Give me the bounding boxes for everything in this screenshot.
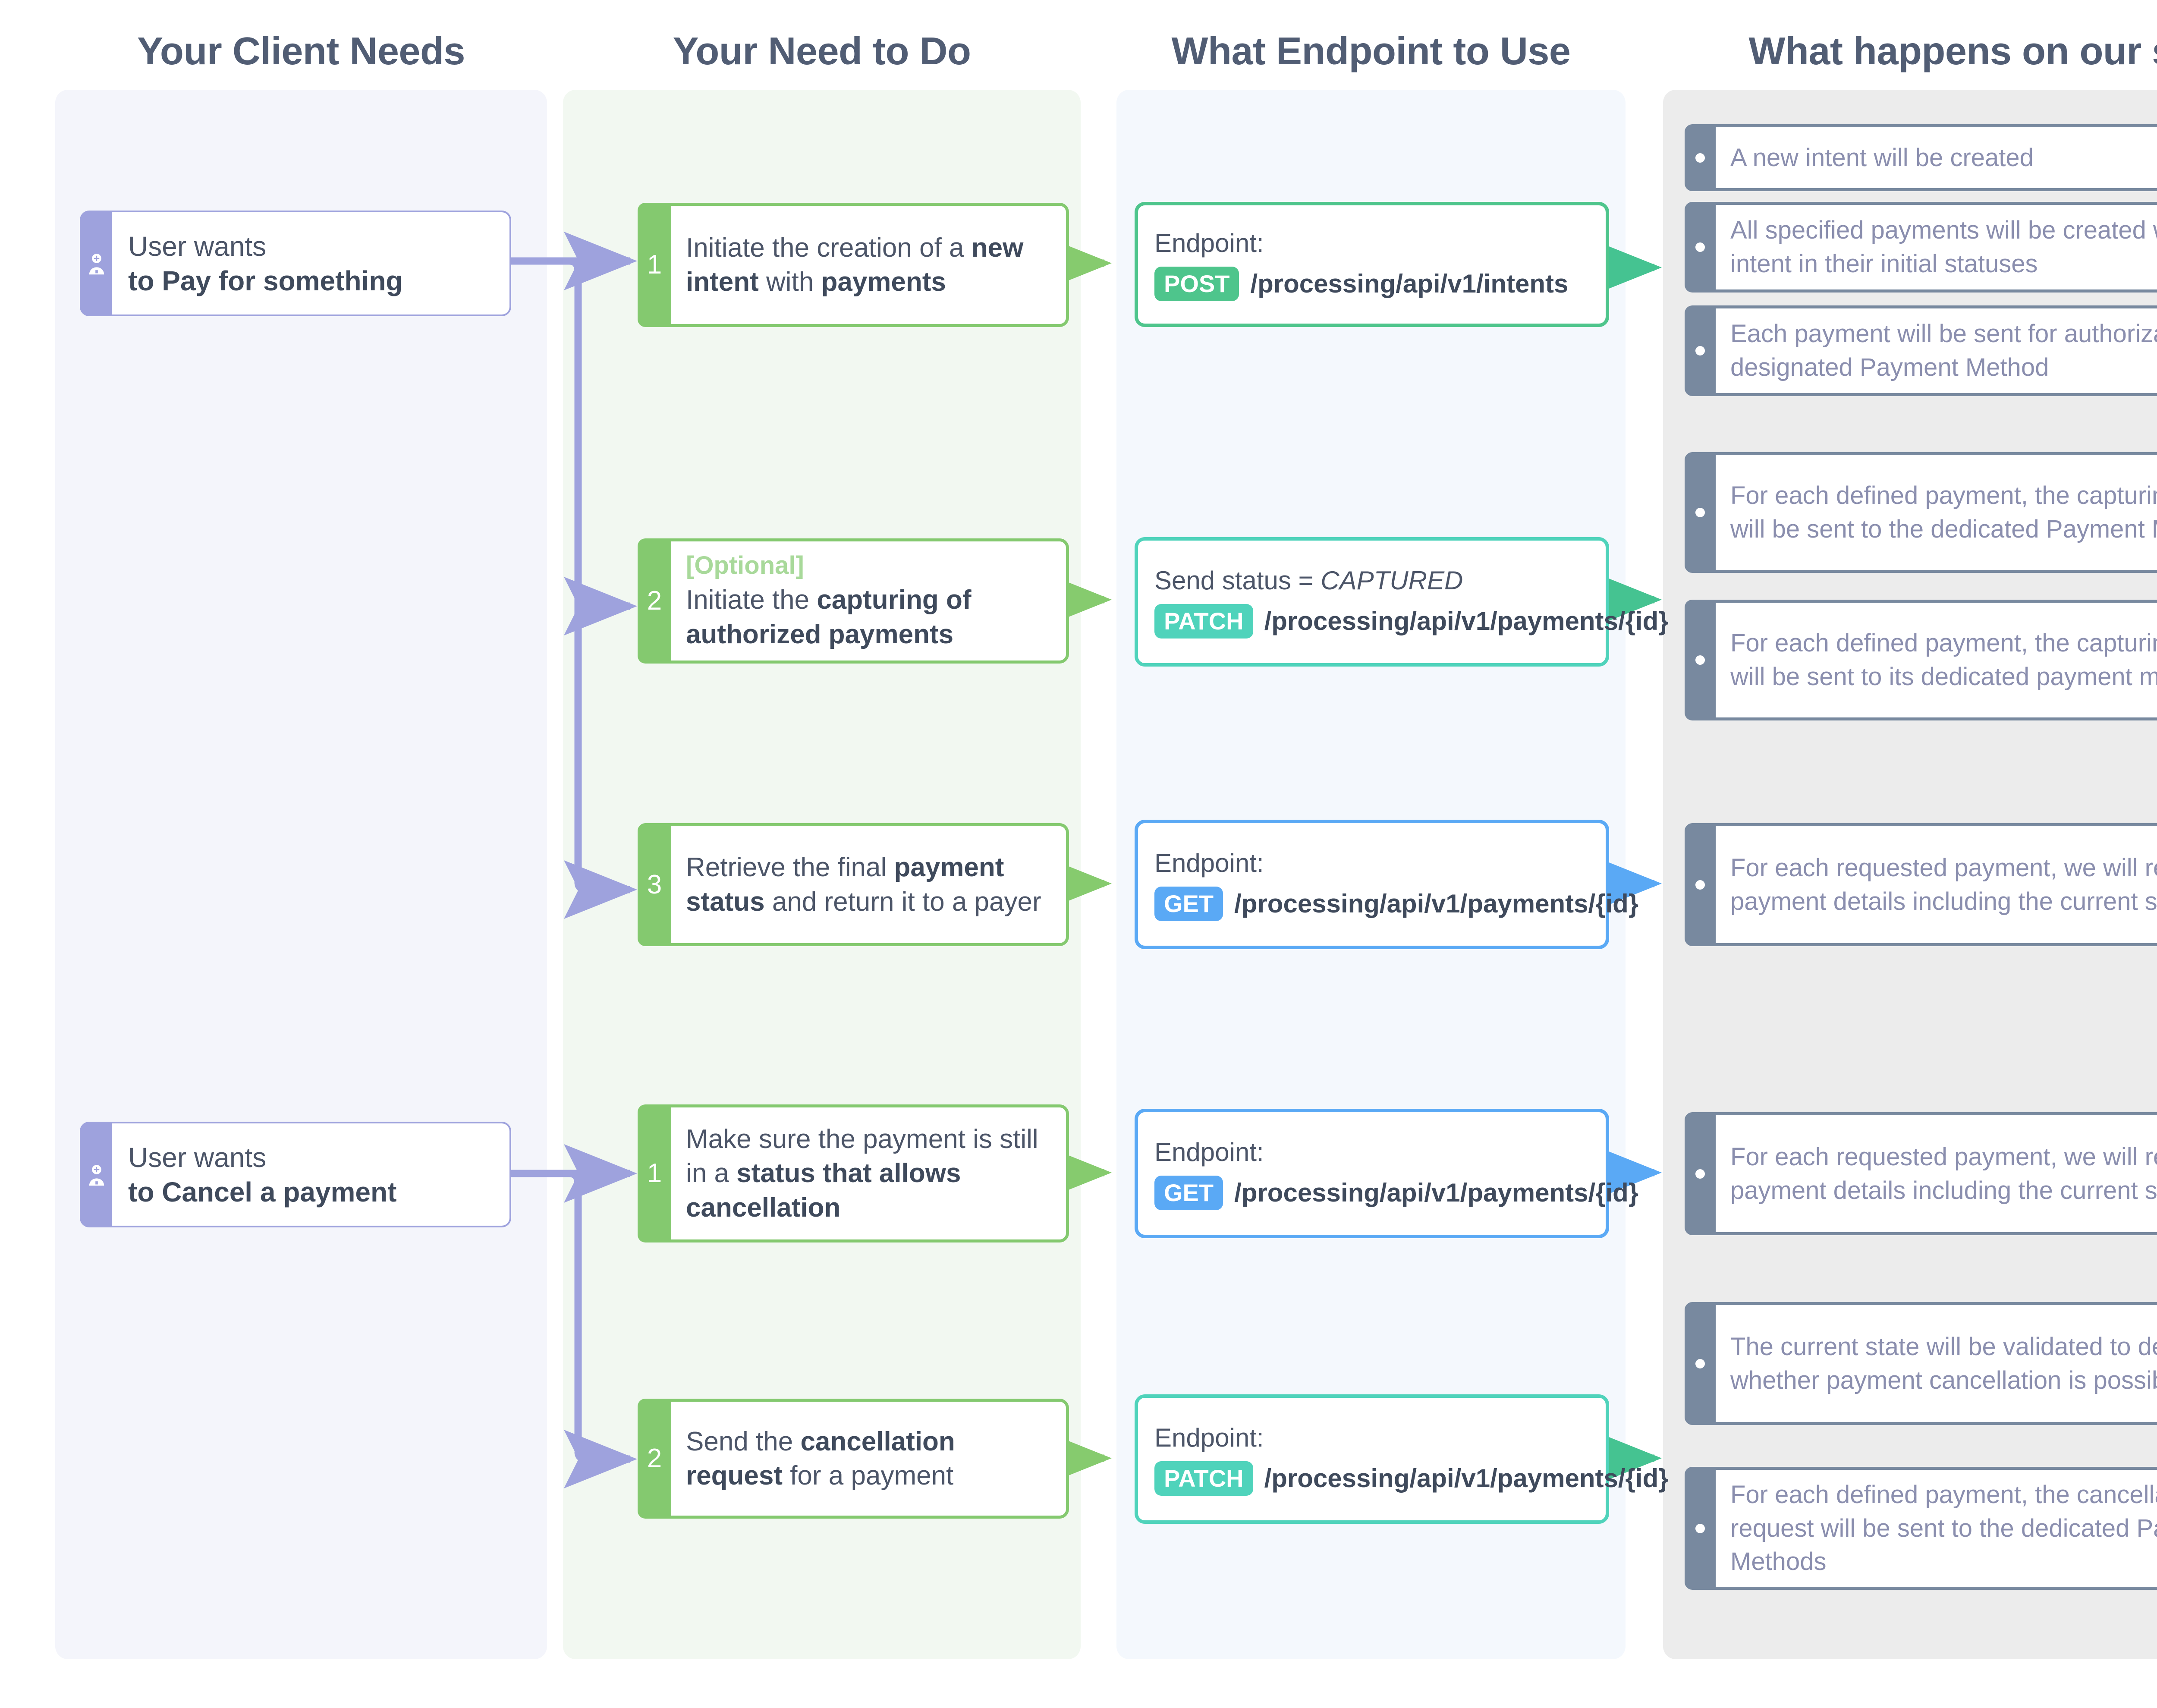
- endpoint-label-text: Endpoint:: [1154, 229, 1264, 258]
- bullet-icon: [1685, 1467, 1716, 1590]
- endpoint-card[interactable]: Endpoint: PATCH /processing/api/v1/payme…: [1135, 1394, 1669, 1524]
- http-method-badge: GET: [1154, 1176, 1223, 1210]
- endpoint-label-text: Endpoint:: [1154, 849, 1264, 878]
- outcome-card[interactable]: For each requested payment, we will retu…: [1685, 823, 2157, 946]
- step-card[interactable]: 2 [Optional] Initiate the capturing of a…: [638, 538, 1069, 664]
- step-number-badge: 2: [638, 1399, 671, 1519]
- outcome-card[interactable]: A new intent will be created: [1685, 124, 2157, 191]
- client-need-line2: to Pay for something: [128, 265, 403, 296]
- endpoint-label: Endpoint:: [1154, 848, 1589, 879]
- endpoint-label-italic: CAPTURED: [1321, 566, 1463, 595]
- outcome-text: For each defined payment, the capturing …: [1730, 629, 2157, 691]
- person-icon: [82, 212, 112, 315]
- endpoint-card[interactable]: Send status = CAPTURED PATCH /processing…: [1135, 537, 1669, 667]
- outcome-text: The current state will be validated to d…: [1730, 1332, 2157, 1394]
- column-header-client-needs: Your Client Needs: [137, 30, 465, 73]
- step-number: 2: [647, 1444, 662, 1473]
- endpoint-path: /processing/api/v1/payments/{id}: [1264, 605, 1669, 638]
- bullet-icon: [1685, 305, 1716, 396]
- step-card[interactable]: 1 Initiate the creation of a new intent …: [638, 203, 1069, 327]
- endpoint-path: /processing/api/v1/payments/{id}: [1234, 1176, 1638, 1210]
- client-need-line2: to Cancel a payment: [128, 1176, 397, 1208]
- outcome-text: All specified payments will be created w…: [1730, 216, 2157, 278]
- step-number-badge: 1: [638, 203, 671, 327]
- endpoint-path-text: /processing/api/v1/payments/{id}: [1234, 1178, 1639, 1207]
- endpoint-label-text: Send status =: [1154, 566, 1321, 595]
- optional-tag: [Optional]: [686, 551, 804, 579]
- outcome-card[interactable]: For each requested payment, we will retu…: [1685, 1112, 2157, 1235]
- http-method-badge: GET: [1154, 887, 1223, 921]
- outcome-text: For each requested payment, we will retu…: [1730, 853, 2157, 915]
- endpoint-path: /processing/api/v1/intents: [1250, 269, 1569, 298]
- step-text: Initiate the creation of a new intent wi…: [686, 233, 1024, 297]
- outcome-text: For each defined payment, the cancellati…: [1730, 1480, 2157, 1576]
- outcome-card[interactable]: The current state will be validated to d…: [1685, 1302, 2157, 1425]
- http-method-badge: PATCH: [1154, 1461, 1253, 1496]
- bullet-icon: [1685, 823, 1716, 946]
- endpoint-card[interactable]: Endpoint: GET /processing/api/v1/payment…: [1135, 820, 1638, 949]
- endpoint-card[interactable]: Endpoint: POST /processing/api/v1/intent…: [1135, 202, 1609, 327]
- outcome-text: Each payment will be sent for authorizat…: [1730, 320, 2157, 381]
- outcome-card[interactable]: All specified payments will be created w…: [1685, 202, 2157, 293]
- client-need-line1: User wants: [128, 230, 267, 262]
- endpoint-label: Send status = CAPTURED: [1154, 565, 1589, 596]
- step-number: 3: [647, 869, 662, 900]
- endpoint-path: /processing/api/v1/payments/{id}: [1234, 887, 1638, 921]
- step-number-badge: 2: [638, 538, 671, 664]
- endpoint-label: Endpoint:: [1154, 1137, 1589, 1168]
- endpoint-label: Endpoint:: [1154, 228, 1589, 259]
- step-card[interactable]: 2 Send the cancellation request for a pa…: [638, 1399, 1069, 1519]
- client-need-card[interactable]: User wants to Pay for something: [80, 211, 511, 316]
- step-text: Make sure the payment is still in a stat…: [686, 1124, 1038, 1223]
- person-icon: [82, 1123, 112, 1226]
- outcome-text: A new intent will be created: [1730, 143, 2034, 172]
- step-number-badge: 3: [638, 823, 671, 946]
- endpoint-path: /processing/api/v1/payments/{id}: [1264, 1462, 1669, 1495]
- step-card[interactable]: 3 Retrieve the final payment status and …: [638, 823, 1069, 946]
- endpoint-path-text: /processing/api/v1/payments/{id}: [1264, 1463, 1669, 1493]
- step-number: 1: [647, 1158, 662, 1188]
- client-need-card[interactable]: User wants to Cancel a payment: [80, 1122, 511, 1227]
- bullet-icon: [1685, 1302, 1716, 1425]
- endpoint-path-text: /processing/api/v1/payments/{id}: [1264, 606, 1669, 635]
- step-number: 2: [647, 586, 662, 616]
- bullet-icon: [1685, 1112, 1716, 1235]
- panel-client-needs: [55, 90, 547, 1659]
- endpoint-label: Endpoint:: [1154, 1422, 1589, 1453]
- http-method-badge: POST: [1154, 267, 1239, 301]
- endpoint-label-text: Endpoint:: [1154, 1138, 1264, 1167]
- step-text: Retrieve the final payment status and re…: [686, 852, 1041, 917]
- outcome-text: For each requested payment, we will retu…: [1730, 1142, 2157, 1205]
- step-number-badge: 1: [638, 1104, 671, 1242]
- column-header-our-side: What happens on our side: [1748, 30, 2157, 73]
- bullet-icon: [1685, 600, 1716, 720]
- bullet-icon: [1685, 202, 1716, 293]
- step-text: Initiate the capturing of authorized pay…: [686, 585, 972, 649]
- outcome-card[interactable]: For each defined payment, the capturing …: [1685, 452, 2157, 573]
- bullet-icon: [1685, 124, 1716, 191]
- step-card[interactable]: 1 Make sure the payment is still in a st…: [638, 1104, 1069, 1242]
- endpoint-label-text: Endpoint:: [1154, 1423, 1264, 1452]
- http-method-badge: PATCH: [1154, 604, 1253, 639]
- column-header-endpoint: What Endpoint to Use: [1171, 30, 1571, 73]
- step-text: Send the cancellation request for a paym…: [686, 1426, 955, 1491]
- step-number: 1: [647, 250, 662, 280]
- outcome-text: For each defined payment, the capturing …: [1730, 481, 2157, 543]
- outcome-card[interactable]: For each defined payment, the capturing …: [1685, 600, 2157, 720]
- outcome-card[interactable]: Each payment will be sent for authorizat…: [1685, 305, 2157, 396]
- endpoint-path-text: /processing/api/v1/payments/{id}: [1234, 889, 1639, 918]
- column-header-need-to-do: Your Need to Do: [673, 30, 971, 73]
- endpoint-card[interactable]: Endpoint: GET /processing/api/v1/payment…: [1135, 1109, 1638, 1238]
- client-need-line1: User wants: [128, 1142, 267, 1173]
- outcome-card[interactable]: For each defined payment, the cancellati…: [1685, 1467, 2157, 1590]
- bullet-icon: [1685, 452, 1716, 573]
